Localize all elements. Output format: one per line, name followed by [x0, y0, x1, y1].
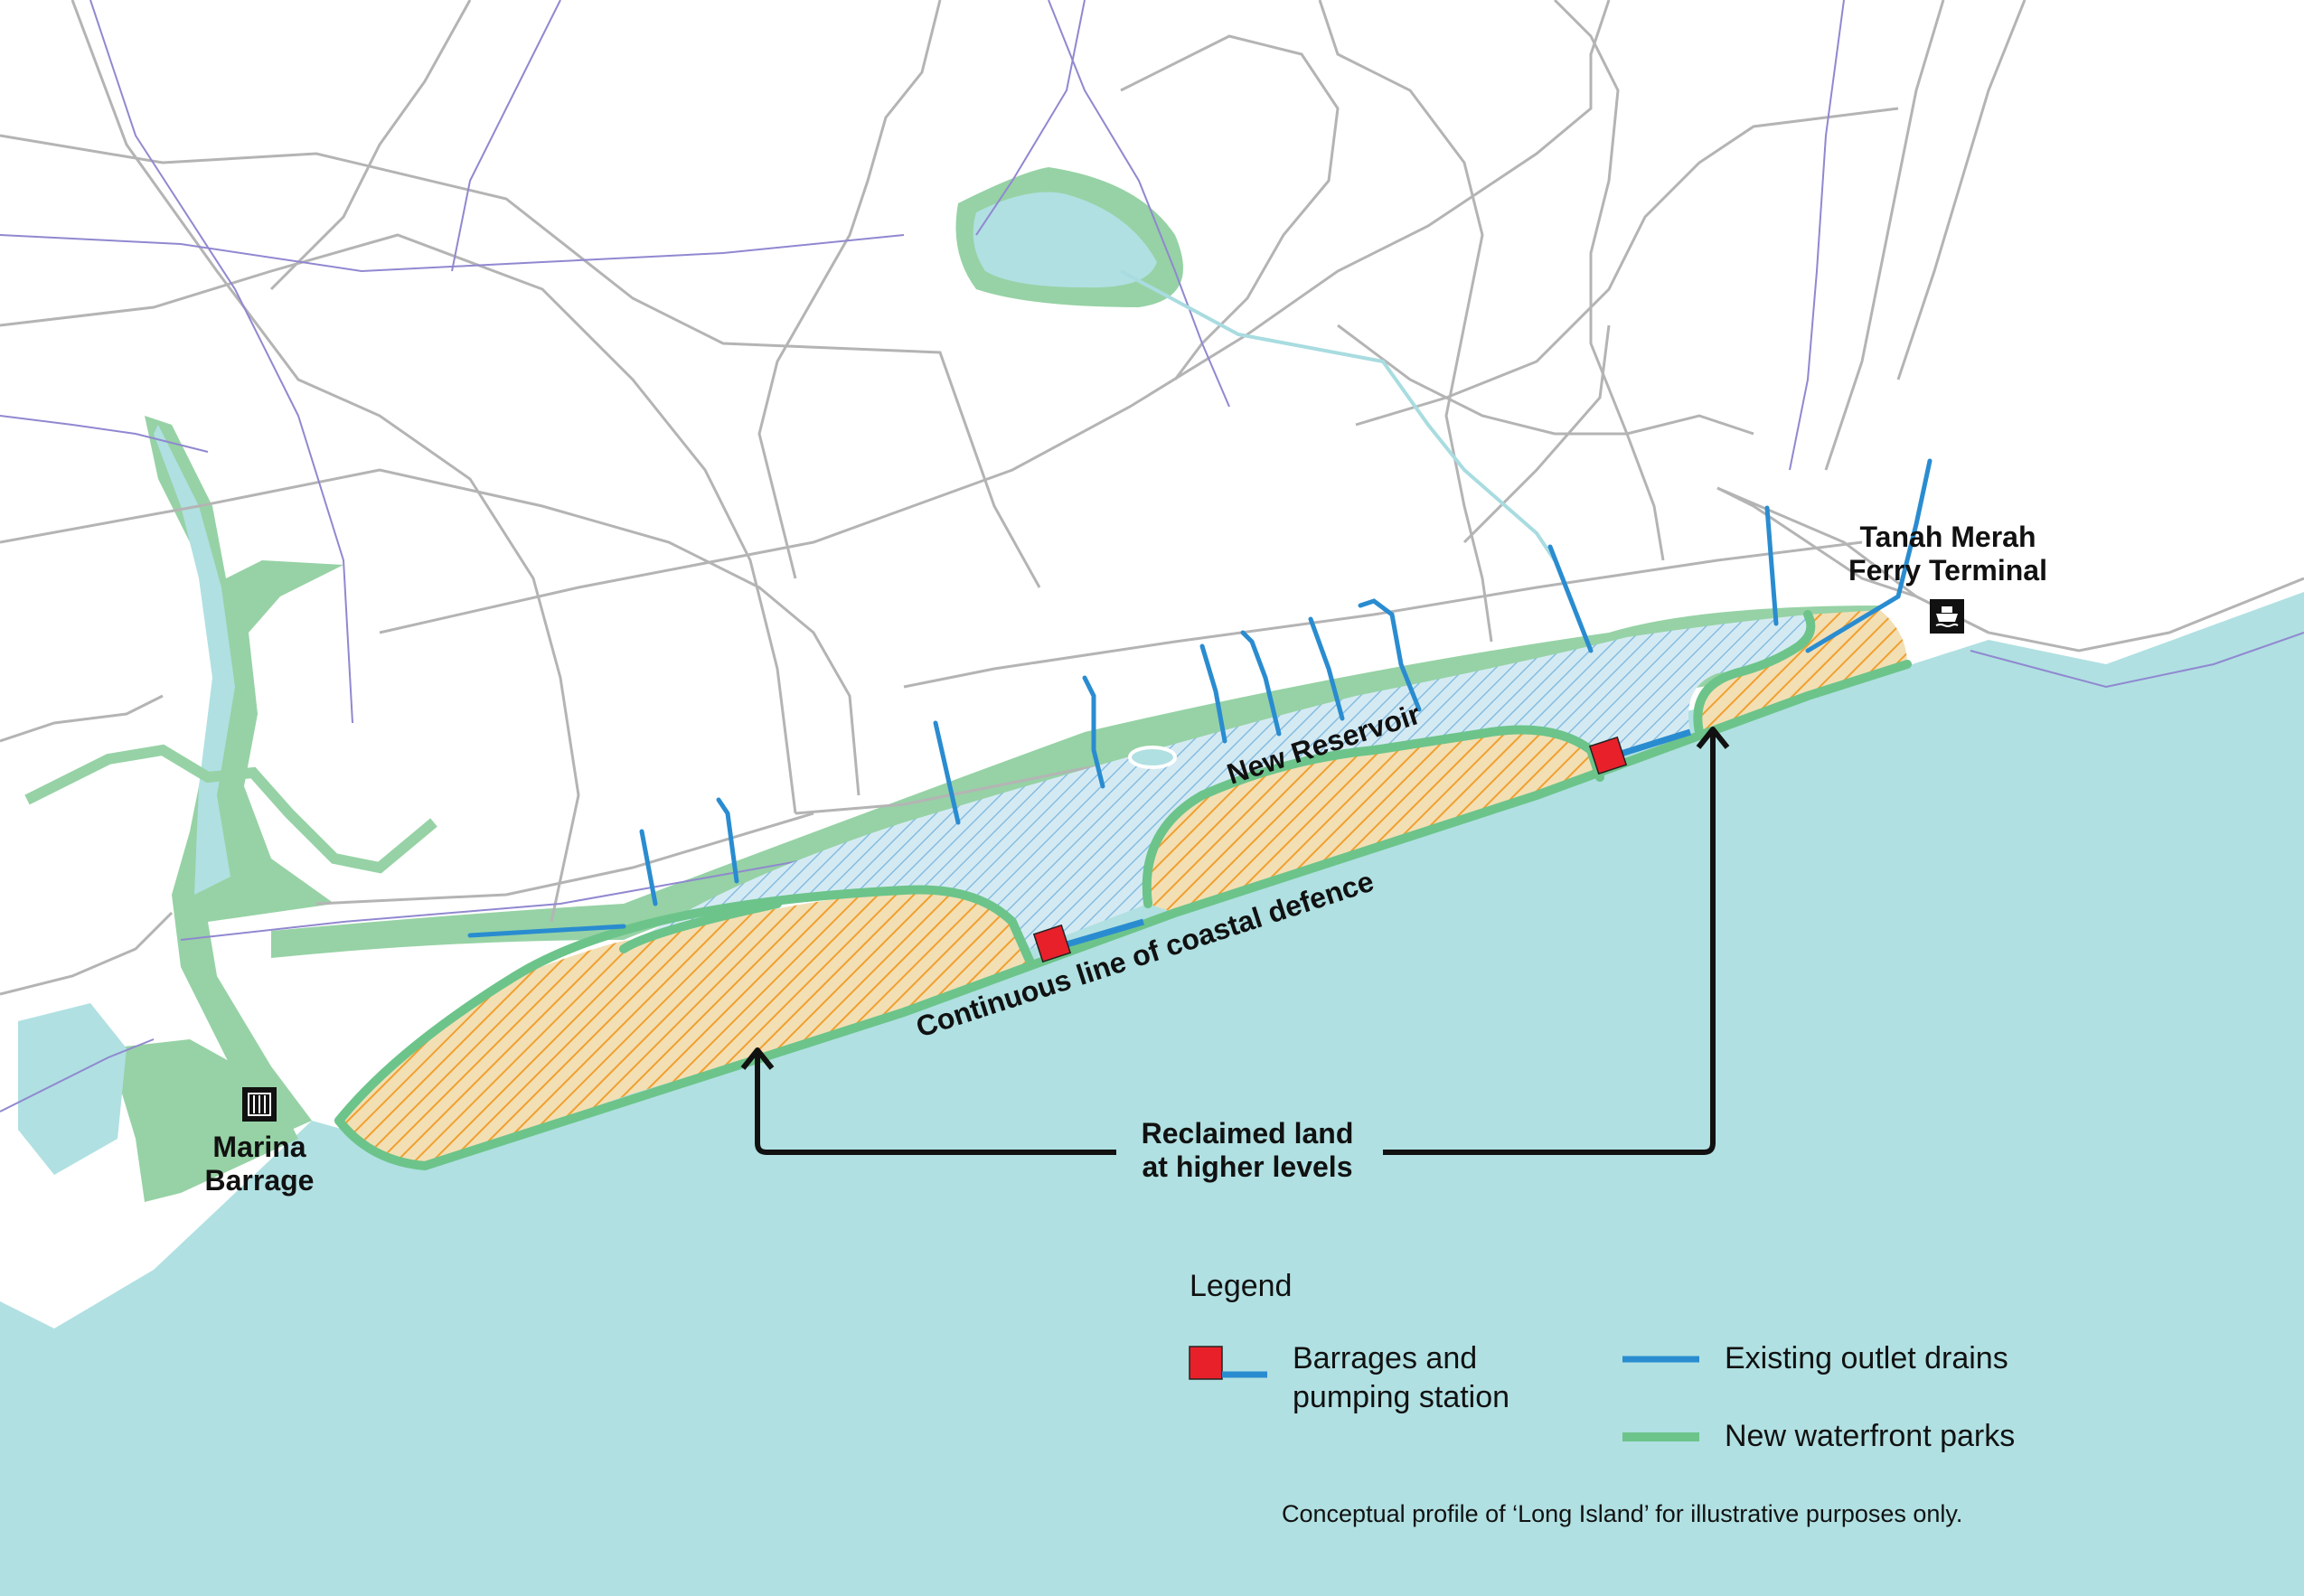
reservoir-channel — [1120, 269, 1556, 562]
existing-outlet-drains — [467, 458, 1933, 938]
sea — [0, 592, 2304, 1596]
legend-barrage-symbol — [1189, 1346, 1267, 1380]
reclaimed-label-line1: Reclaimed land — [1142, 1117, 1354, 1150]
waterfront-park-rims — [334, 610, 1912, 1171]
barrage-icon — [242, 1087, 277, 1122]
tanah-merah-label-line1: Tanah Merah — [1860, 521, 2036, 553]
marina-park — [108, 1039, 298, 1202]
reclaimed-land-west — [339, 889, 1030, 1166]
legend: Legend Barrages and pumping station Exis… — [1189, 1269, 2015, 1527]
barrage-line-west — [1066, 918, 1144, 948]
tanah-merah-label-line2: Ferry Terminal — [1848, 554, 2047, 587]
legend-barrage-label-line1: Barrages and — [1293, 1341, 1477, 1375]
reclaimed-land-callout — [740, 727, 1730, 1155]
small-pond — [1128, 746, 1177, 769]
marina-bay-water — [18, 1003, 127, 1175]
barrage-pumping-station-west — [1032, 924, 1072, 963]
river-channel — [24, 744, 437, 874]
legend-drain-label: Existing outlet drains — [1725, 1341, 2008, 1375]
legend-park-label: New waterfront parks — [1725, 1419, 2015, 1453]
upper-reservoir-water — [973, 192, 1157, 288]
reclaimed-land-east — [1697, 610, 1907, 732]
legend-title: Legend — [1190, 1269, 1292, 1303]
illustrative-note: Conceptual profile of ‘Long Island’ for … — [1282, 1500, 1962, 1527]
marina-barrage-label-line2: Barrage — [205, 1164, 315, 1197]
marina-barrage-label-line1: Marina — [212, 1131, 306, 1163]
barrage-line-east — [1616, 728, 1692, 758]
coast-road — [1716, 486, 2304, 652]
rail-lines — [0, 0, 2304, 1113]
barrage-pumping-station-east — [1588, 736, 1628, 775]
new-reservoir — [624, 615, 1811, 949]
legend-barrage-label-line2: pumping station — [1293, 1380, 1509, 1414]
ferry-icon — [1930, 599, 1964, 634]
reclaimed-label-line2: at higher levels — [1143, 1150, 1353, 1183]
